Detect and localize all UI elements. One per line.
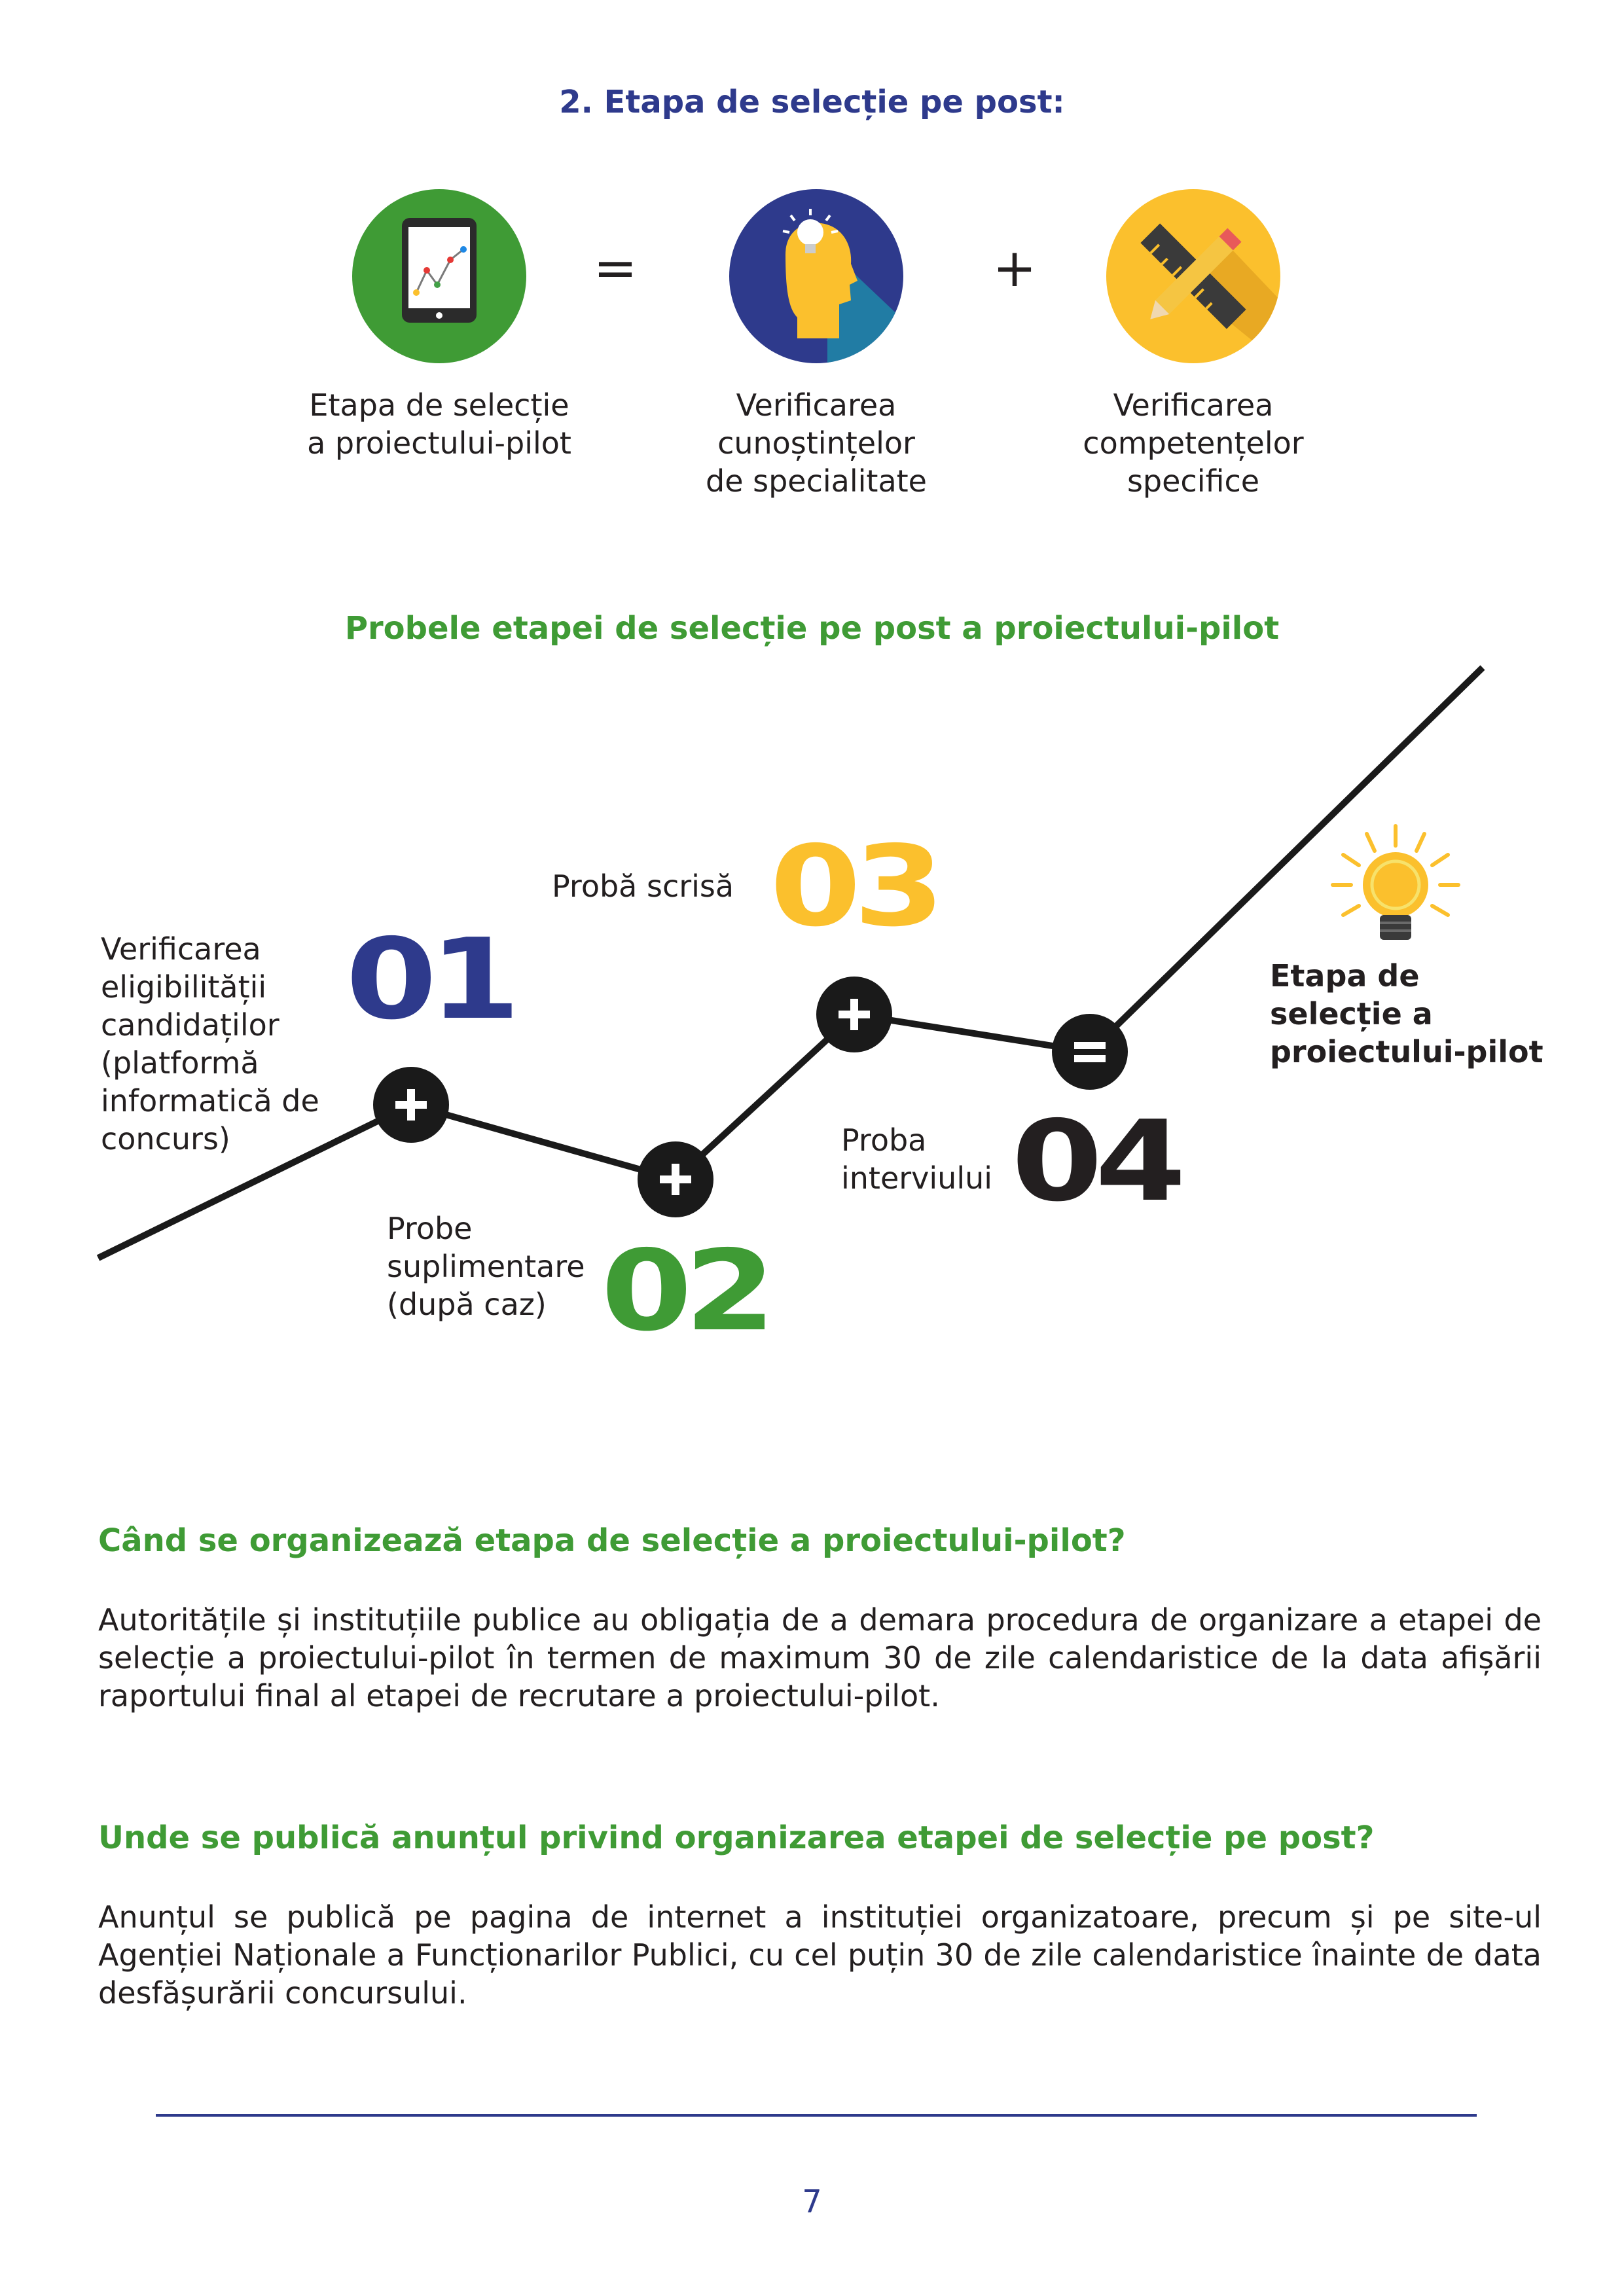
plus-operator: + [992,238,1037,298]
result-label: Etapa de selecție a proiectului-pilot [1270,958,1543,1069]
page-number: 7 [802,2183,822,2220]
node-plus-2 [638,1141,713,1217]
ruler-pencil-icon [1106,189,1280,363]
equals-operator: = [593,238,638,298]
step-03-number: 03 [770,822,945,952]
section-title: 2. Etapa de selecție pe post: [559,84,1065,120]
lightbulb-icon [1331,824,1460,940]
step-03-label: Probă scrisă [552,869,734,904]
tablet-chart-icon [352,189,526,363]
step-04-number: 04 [1011,1097,1186,1227]
faq-answer-1: Autoritățile și instituțiile publice au … [98,1602,1542,1713]
faq-question-1: Când se organizează etapa de selecție a … [98,1522,1126,1559]
caption-cunostinte: Verificarea cunoștințelor de specialitat… [706,387,927,499]
step-04-label: Proba interviului [841,1122,993,1196]
step-02-number: 02 [601,1227,776,1356]
faq-answer-2: Anunțul se publică pe pagina de internet… [98,1899,1542,2011]
step-02-label: Probe suplimentare (după caz) [387,1211,585,1322]
caption-competente: Verificarea competențelor specifice [1083,387,1304,499]
step-01-number: 01 [346,915,520,1045]
faq-question-2: Unde se publică anunțul privind organiza… [98,1820,1375,1856]
probes-title: Probele etapei de selecție pe post a pro… [344,610,1280,647]
step-01-label: Verificarea eligibilității candidaților … [101,931,319,1157]
caption-etapa: Etapa de selecție a proiectului-pilot [307,387,571,461]
footer-divider [156,2114,1477,2117]
node-plus-1 [373,1067,449,1143]
node-plus-3 [816,977,892,1052]
node-equals [1052,1014,1128,1090]
